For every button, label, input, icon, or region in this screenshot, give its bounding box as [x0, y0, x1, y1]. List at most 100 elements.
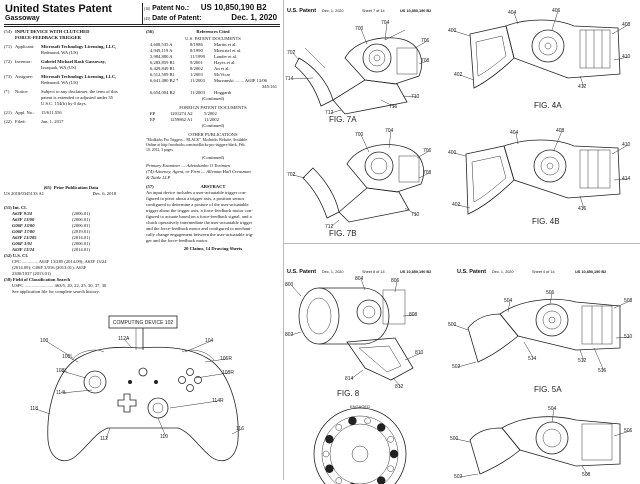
sheet7-header-sheet: Sheet 7 of 14 — [362, 9, 385, 13]
abstract-line: trigger about the trigger axis, a force-… — [146, 208, 253, 213]
leader-line — [45, 340, 71, 357]
reference-numeral: 702 — [287, 50, 296, 56]
field-value-line: Microsoft Technology Licensing, LLC, — [41, 74, 117, 79]
references-cited: (56)References Cited U.S. PATENT DOCUMEN… — [146, 29, 280, 252]
svg-text:ENGAGED: ENGAGED — [350, 404, 370, 409]
examiner-line: & Tuttle LLP — [146, 175, 171, 180]
reference-numeral: 712 — [325, 224, 334, 230]
leader-line — [360, 28, 368, 45]
leader-line — [418, 172, 430, 179]
ref-name: 345/161 — [262, 84, 278, 89]
reference-numeral: 110 — [160, 434, 168, 440]
patent-date: Dec. 1, 2020 — [231, 13, 278, 22]
reference-numeral: 410 — [622, 142, 631, 148]
reference-numeral: 400 — [448, 150, 457, 156]
reference-numeral: 116 — [236, 426, 244, 432]
leader-line — [507, 300, 511, 313]
leader-line — [553, 130, 563, 151]
reference-numeral: 112 — [100, 436, 108, 442]
leader-line — [360, 134, 370, 153]
patent-number-row: (10) Patent No.: US 10,850,190 B2 — [144, 3, 267, 12]
sheet8-header-no: US 10,850,190 B2 — [400, 270, 432, 274]
biblio-field: (*)Notice:Subject to any disclaimer, the… — [4, 89, 138, 107]
reference-numeral: 508 — [582, 472, 591, 478]
sheet5-header-date: Dec. 1, 2020 — [492, 270, 514, 274]
ref-date: 1/2003 — [190, 72, 203, 77]
leader-line — [392, 377, 402, 388]
other-pub-line: 10, 2012, 3 pages. — [146, 148, 174, 152]
leader-line — [549, 292, 553, 305]
examiner-line: (74) Attorney, Agent, or Firm — Alleman … — [146, 169, 251, 174]
reference-numeral: 400 — [448, 28, 457, 34]
field-value-line: U.S.C. 154(b) by 0 days. — [41, 101, 87, 106]
field-value-line: Gabriel Michael Rask Gassoway, — [41, 59, 106, 64]
reference-numeral: 106L — [62, 354, 73, 360]
int-cl-row: A63F 13/00(2006.01) — [4, 217, 138, 223]
clutch-ball — [322, 450, 330, 458]
ref-name: Hoggarth — [214, 90, 232, 95]
ref-date: 8/1990 — [190, 48, 203, 53]
leader-line — [67, 356, 79, 363]
clutch-ball — [325, 435, 334, 444]
clutch-ball — [335, 477, 343, 484]
reference-numeral: 504 — [504, 298, 513, 304]
reference-numeral: 408 — [556, 128, 565, 134]
reference-numeral: 502 — [452, 364, 461, 370]
abstract-line: An input device includes a user-actuatab… — [146, 190, 247, 195]
int-cl-code: A63F 9/24 — [12, 211, 32, 216]
reference-numeral: 108L — [56, 368, 67, 374]
reference-numeral: 812 — [395, 384, 404, 390]
int-cl-row: A63F 13/285(2014.01) — [4, 235, 138, 241]
us-cl-line: CPC .............. A63F 13/285 (2014.09)… — [12, 259, 107, 264]
leader-line — [402, 314, 416, 317]
leader-line — [231, 428, 243, 435]
int-cl-row: G06F 3/01(2006.01) — [4, 241, 138, 247]
ref-number: 6,512,509 B1 — [150, 72, 175, 77]
clutch-ball — [387, 465, 394, 473]
leader-line — [523, 341, 535, 360]
field-value: Microsoft Technology Licensing, LLC,Redm… — [41, 44, 116, 56]
field-search-line: See application file for complete search… — [12, 289, 100, 294]
sheet7-header-date: Dec. 1, 2020 — [322, 9, 344, 13]
leader-line — [457, 361, 477, 368]
leader-line — [457, 204, 471, 209]
leader-line — [384, 22, 388, 41]
reference-numeral: 516 — [598, 368, 607, 374]
field-code: (22) — [4, 119, 12, 124]
clutch-ball — [364, 417, 371, 425]
other-pub-line: "Modkicks Pro Triggers – BLACK", Modnick… — [146, 138, 248, 142]
field-value-line: FORCE-FEEDBACK TRIGGER — [15, 35, 81, 40]
ref-number: 6,429,849 B1 — [150, 66, 175, 71]
int-cl-row: A63F 9/24(2006.01) — [4, 211, 138, 217]
abstract-line: cally change engagement between the user… — [146, 232, 254, 237]
reference-numeral: 704 — [381, 20, 390, 26]
biblio-field: (22)Filed:Jun. 1, 2017 — [4, 119, 138, 125]
ref-number: 6,283,859 B1 — [150, 60, 175, 65]
reference-numeral: 402 — [452, 202, 461, 208]
ref-date: 11/2003 — [190, 78, 205, 83]
clutch-ball — [387, 435, 394, 443]
reference-numeral: 404 — [510, 130, 519, 136]
reference-numeral: 706 — [421, 38, 430, 44]
ref-number: 5,984,880 A — [150, 54, 173, 59]
reference-numeral: 404 — [508, 10, 517, 16]
field-value: Gabriel Michael Rask Gassoway,Issaquah, … — [41, 59, 106, 71]
svg-text:FIG. 7A: FIG. 7A — [329, 115, 357, 124]
reference-numeral: 700 — [355, 26, 364, 32]
leader-line — [292, 174, 306, 179]
reference-numeral: 500 — [448, 322, 457, 328]
field-value: 15/611,556 — [41, 110, 62, 116]
field-code: (21) — [4, 110, 12, 115]
leader-line — [579, 195, 585, 210]
abstract-line: and the force-feedback motor and configu… — [146, 226, 252, 231]
us-cl-line: (2014.09); G06F 3/016 (2013.01); A63F — [12, 265, 87, 270]
ref-name: An et al. — [214, 66, 230, 71]
leader-line — [459, 74, 475, 81]
ref-name: Murzanski ........ A63F 13/06 — [214, 78, 267, 83]
leader-line — [515, 132, 519, 145]
